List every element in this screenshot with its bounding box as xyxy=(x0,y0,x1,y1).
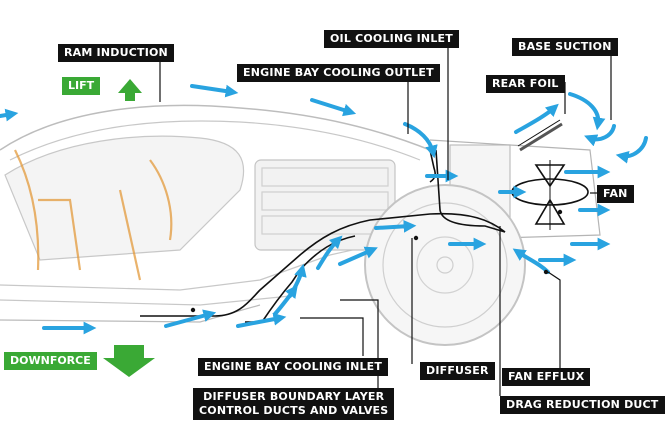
label-diffuser: DIFFUSER xyxy=(420,362,495,380)
label-diffuser-boundary-layer: DIFFUSER BOUNDARY LAYER CONTROL DUCTS AN… xyxy=(193,388,395,420)
lift-arrow xyxy=(118,79,142,101)
airflow-arrow xyxy=(273,284,298,316)
label-engine-bay-cooling-inlet: ENGINE BAY COOLING INLET xyxy=(198,358,389,376)
airflow-arrow xyxy=(0,108,19,122)
label-rear-foil: REAR FOIL xyxy=(486,75,565,93)
label-diffuser-boundary-layer-line1: DIFFUSER BOUNDARY LAYER xyxy=(203,390,385,403)
label-base-suction: BASE SUCTION xyxy=(512,38,618,56)
label-fan-efflux: FAN EFFLUX xyxy=(502,368,591,386)
airflow-arrows xyxy=(0,84,648,335)
label-engine-bay-cooling-outlet: ENGINE BAY COOLING OUTLET xyxy=(237,64,440,82)
airflow-arrow xyxy=(190,84,239,98)
chassis-accents xyxy=(14,149,173,281)
label-oil-cooling-inlet: OIL COOLING INLET xyxy=(324,30,459,48)
airflow-arrow xyxy=(568,92,606,131)
airflow-arrow xyxy=(338,246,378,266)
label-downforce: DOWNFORCE xyxy=(4,352,97,370)
airflow-arrow xyxy=(316,235,343,270)
airflow-arrow xyxy=(403,122,438,159)
label-diffuser-boundary-layer-line2: CONTROL DUCTS AND VALVES xyxy=(199,404,389,417)
airflow-arrow xyxy=(615,136,648,164)
airflow-arrow xyxy=(514,103,559,134)
airflow-arrow xyxy=(164,309,217,328)
airflow-arrow xyxy=(310,98,357,117)
airflow-arrow xyxy=(236,312,287,328)
car-sketch xyxy=(0,104,601,346)
downforce-arrow xyxy=(103,345,155,377)
airflow-arrow xyxy=(374,219,417,233)
airflow-arrow xyxy=(584,124,616,147)
marker-dots xyxy=(190,209,563,313)
label-lift: LIFT xyxy=(62,77,101,95)
label-ram-induction: RAM INDUCTION xyxy=(58,44,174,62)
label-fan: FAN xyxy=(597,185,634,203)
label-drag-reduction-duct: DRAG REDUCTION DUCT xyxy=(500,396,665,414)
leader-lines xyxy=(159,37,612,396)
